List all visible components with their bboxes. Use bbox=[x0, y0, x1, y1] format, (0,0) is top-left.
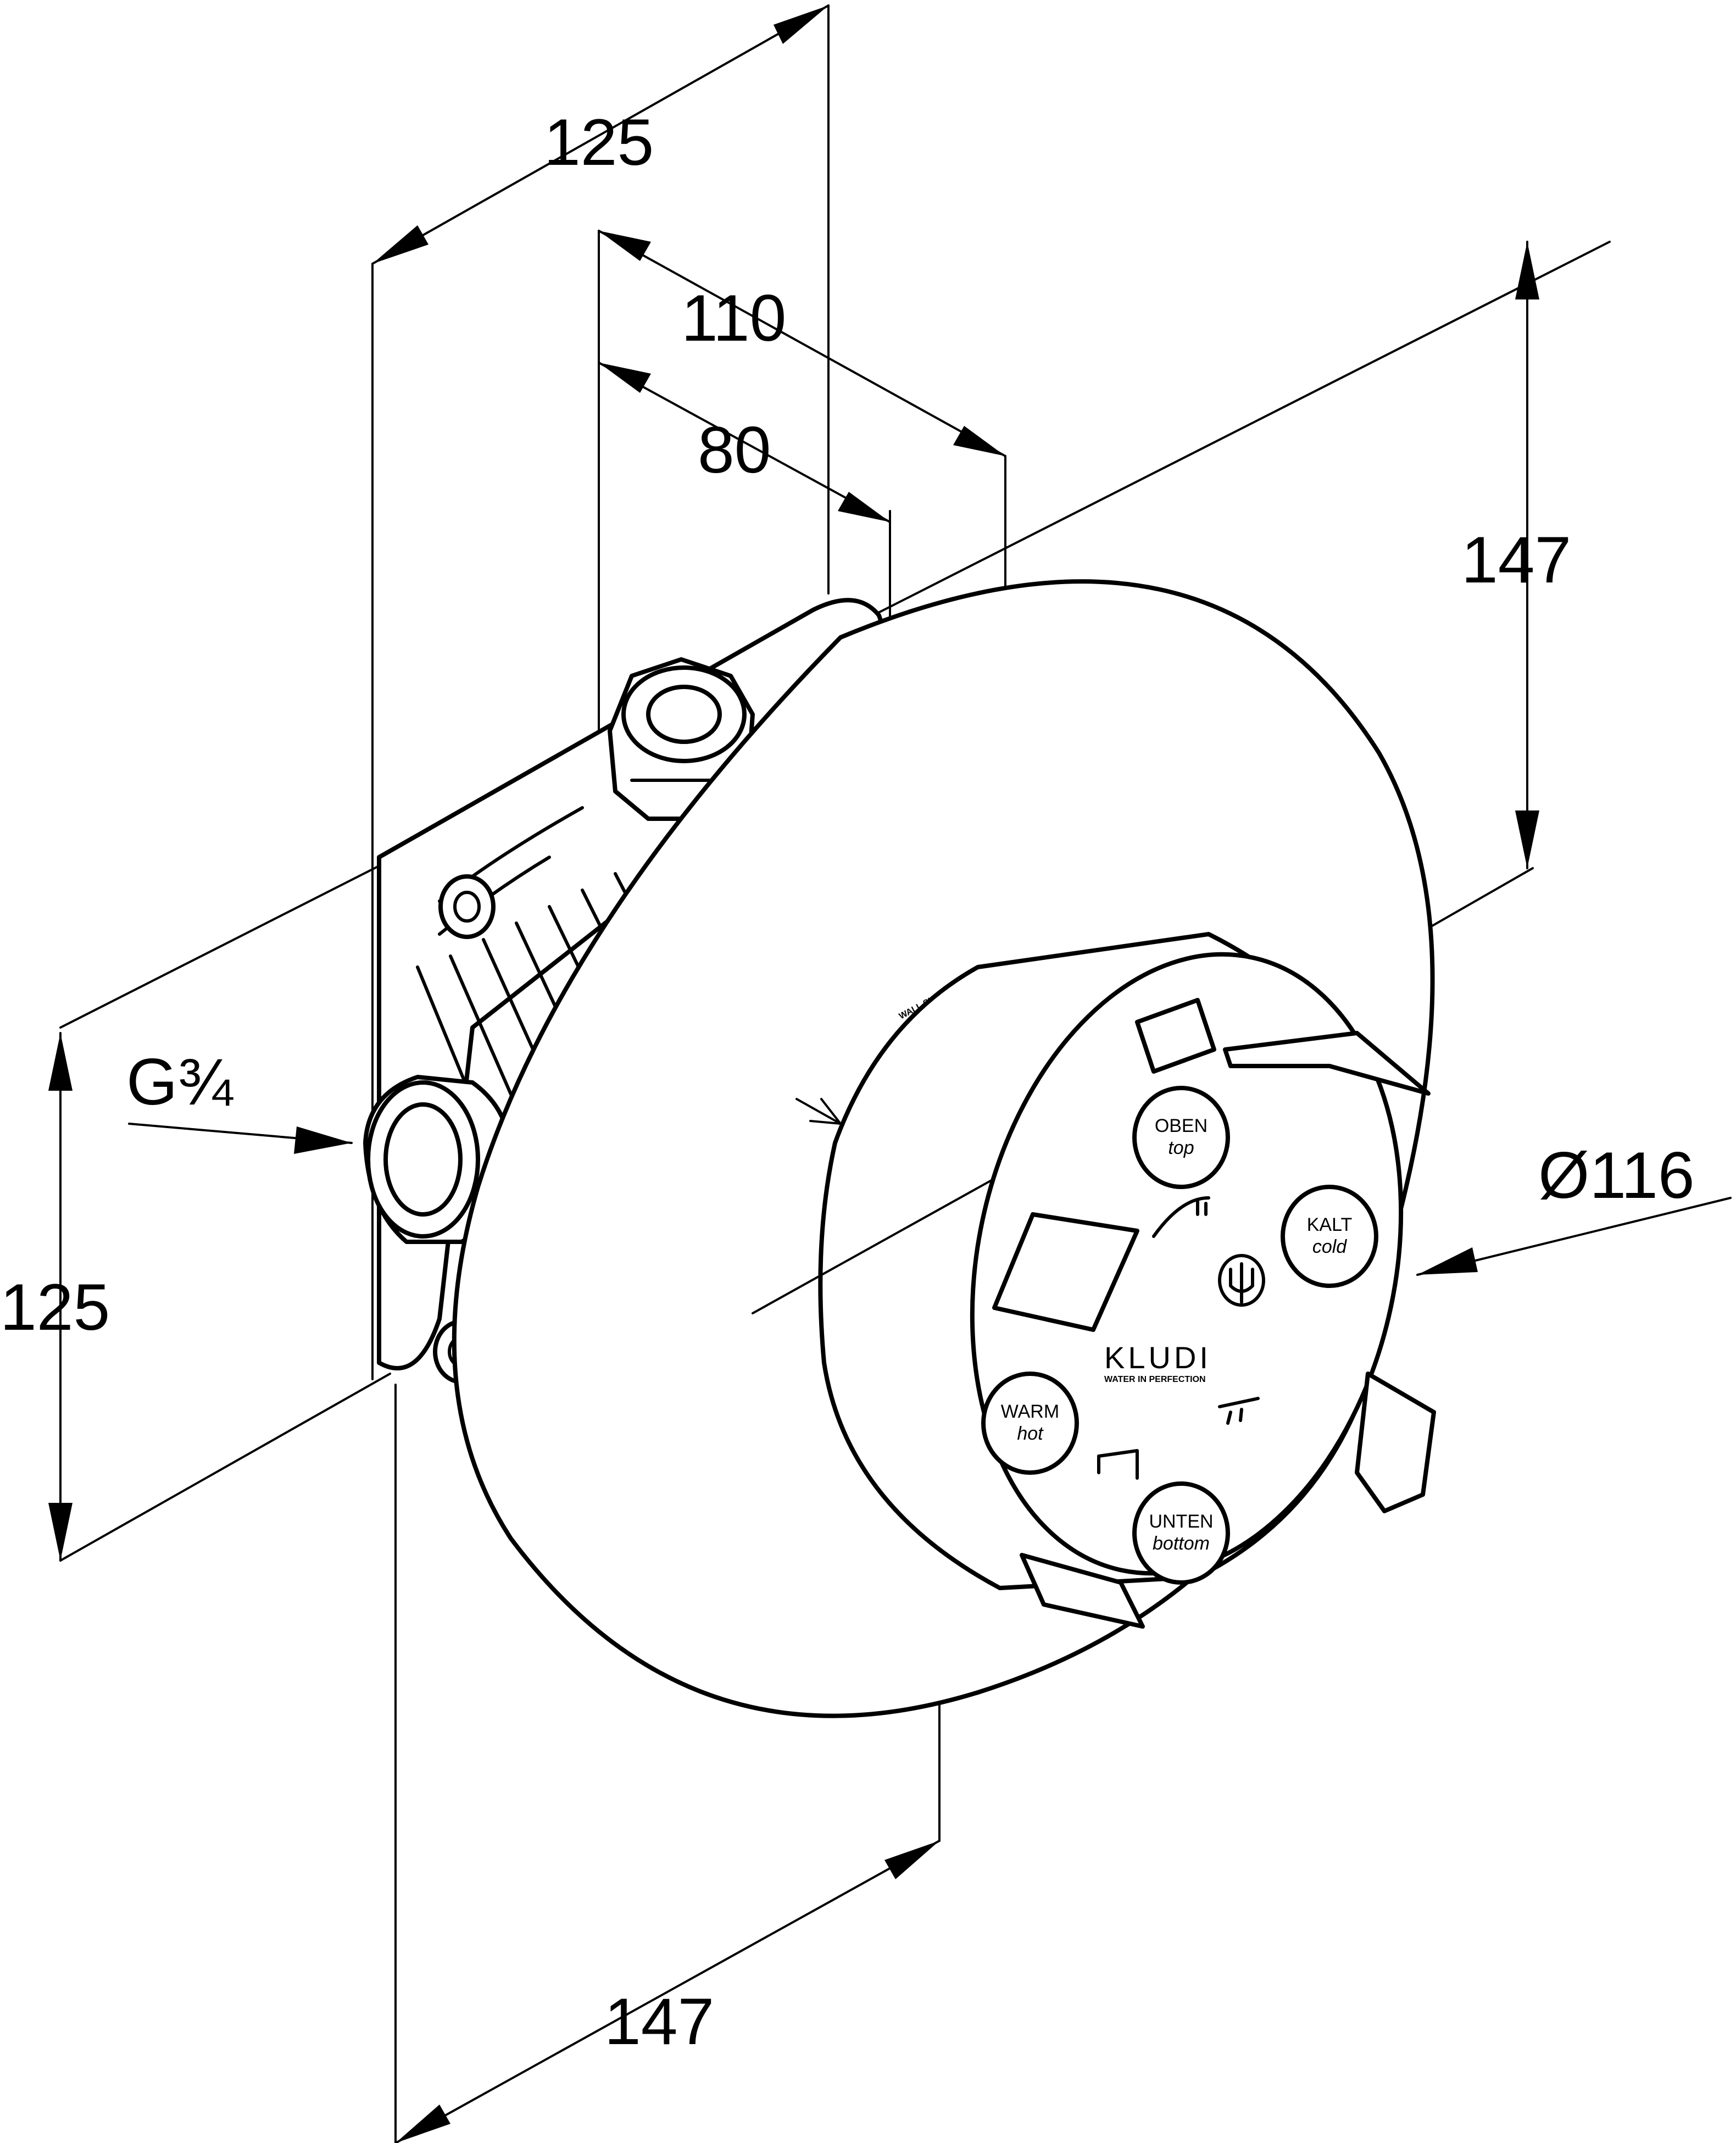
brand-logo: KLUDI WATER IN PERFECTION bbox=[1104, 1254, 1265, 1384]
cap-bottom-line1: UNTEN bbox=[1149, 1511, 1213, 1532]
dim-diameter: Ø116 bbox=[1538, 1139, 1695, 1212]
cap-label-cold: KALT cold bbox=[1281, 1185, 1378, 1288]
cap-label-bottom: UNTEN bottom bbox=[1132, 1481, 1230, 1585]
cylinder-body bbox=[752, 932, 1436, 1629]
showerhead-icon bbox=[1218, 1397, 1260, 1425]
shower-icon bbox=[1152, 1196, 1210, 1238]
left-fitting bbox=[363, 1075, 513, 1244]
cap-cold-line2: cold bbox=[1312, 1236, 1347, 1257]
dim-125-top: 125 bbox=[544, 106, 654, 179]
cap-hot-line2: hot bbox=[1017, 1423, 1044, 1444]
dim-125-left: 125 bbox=[0, 1270, 110, 1344]
cap-bottom-line2: bottom bbox=[1153, 1533, 1210, 1554]
cap-top-line1: OBEN bbox=[1155, 1115, 1208, 1136]
cap-cold-line1: KALT bbox=[1307, 1214, 1353, 1235]
brand-tagline: WATER IN PERFECTION bbox=[1104, 1375, 1206, 1384]
dim-147-bottom: 147 bbox=[604, 1985, 714, 2058]
cap-hot-line1: WARM bbox=[1001, 1401, 1059, 1422]
cap-label-top: OBEN top bbox=[1132, 1086, 1230, 1189]
spout-icon bbox=[1097, 1449, 1139, 1480]
brand-name: KLUDI bbox=[1104, 1340, 1211, 1375]
dim-147-right: 147 bbox=[1461, 523, 1571, 597]
dim-80: 80 bbox=[698, 413, 771, 487]
dim-110: 110 bbox=[681, 281, 786, 355]
cap-top-line2: top bbox=[1168, 1137, 1194, 1158]
dim-thread: G¾ bbox=[126, 1045, 233, 1119]
cap-label-hot: WARM hot bbox=[981, 1372, 1079, 1475]
